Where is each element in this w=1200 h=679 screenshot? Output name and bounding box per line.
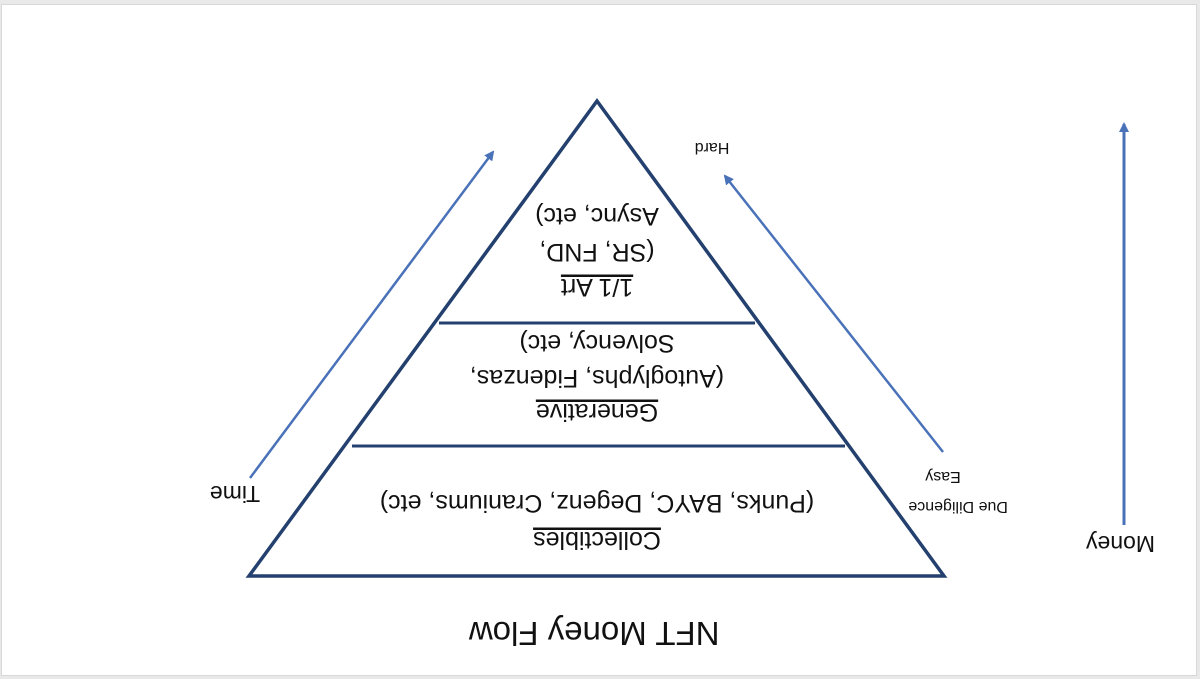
tier-1-line-1: (SR, FND,	[539, 238, 654, 266]
pyramid-outline	[245, 98, 948, 578]
tier-2-line-2: Solvency, etc)	[519, 329, 674, 357]
tier-1-line-2: Async, etc)	[535, 202, 659, 230]
tier-3-title: Collectibles	[533, 526, 661, 554]
diagram-title: NFT Money Flow	[469, 615, 720, 652]
due-diligence-easy-label: Easy	[925, 468, 961, 485]
tier-1-title: 1/1 Art	[561, 273, 633, 301]
tier-3-line-1: (Punks, BAYC, Degenz, Craniums, etc)	[380, 489, 814, 517]
due-diligence-arrow	[723, 174, 944, 453]
time-arrow	[248, 150, 495, 479]
money-label: Money	[1085, 531, 1155, 557]
time-label: Time	[210, 481, 260, 507]
slide	[1, 4, 1197, 676]
tier-2-title: Generative	[536, 398, 658, 426]
due-diligence-label: Due Diligence	[908, 498, 1008, 515]
tier-2-line-1: (Autoglyphs, Fidenzas,	[470, 364, 724, 392]
due-diligence-hard-label: Hard	[695, 139, 730, 156]
